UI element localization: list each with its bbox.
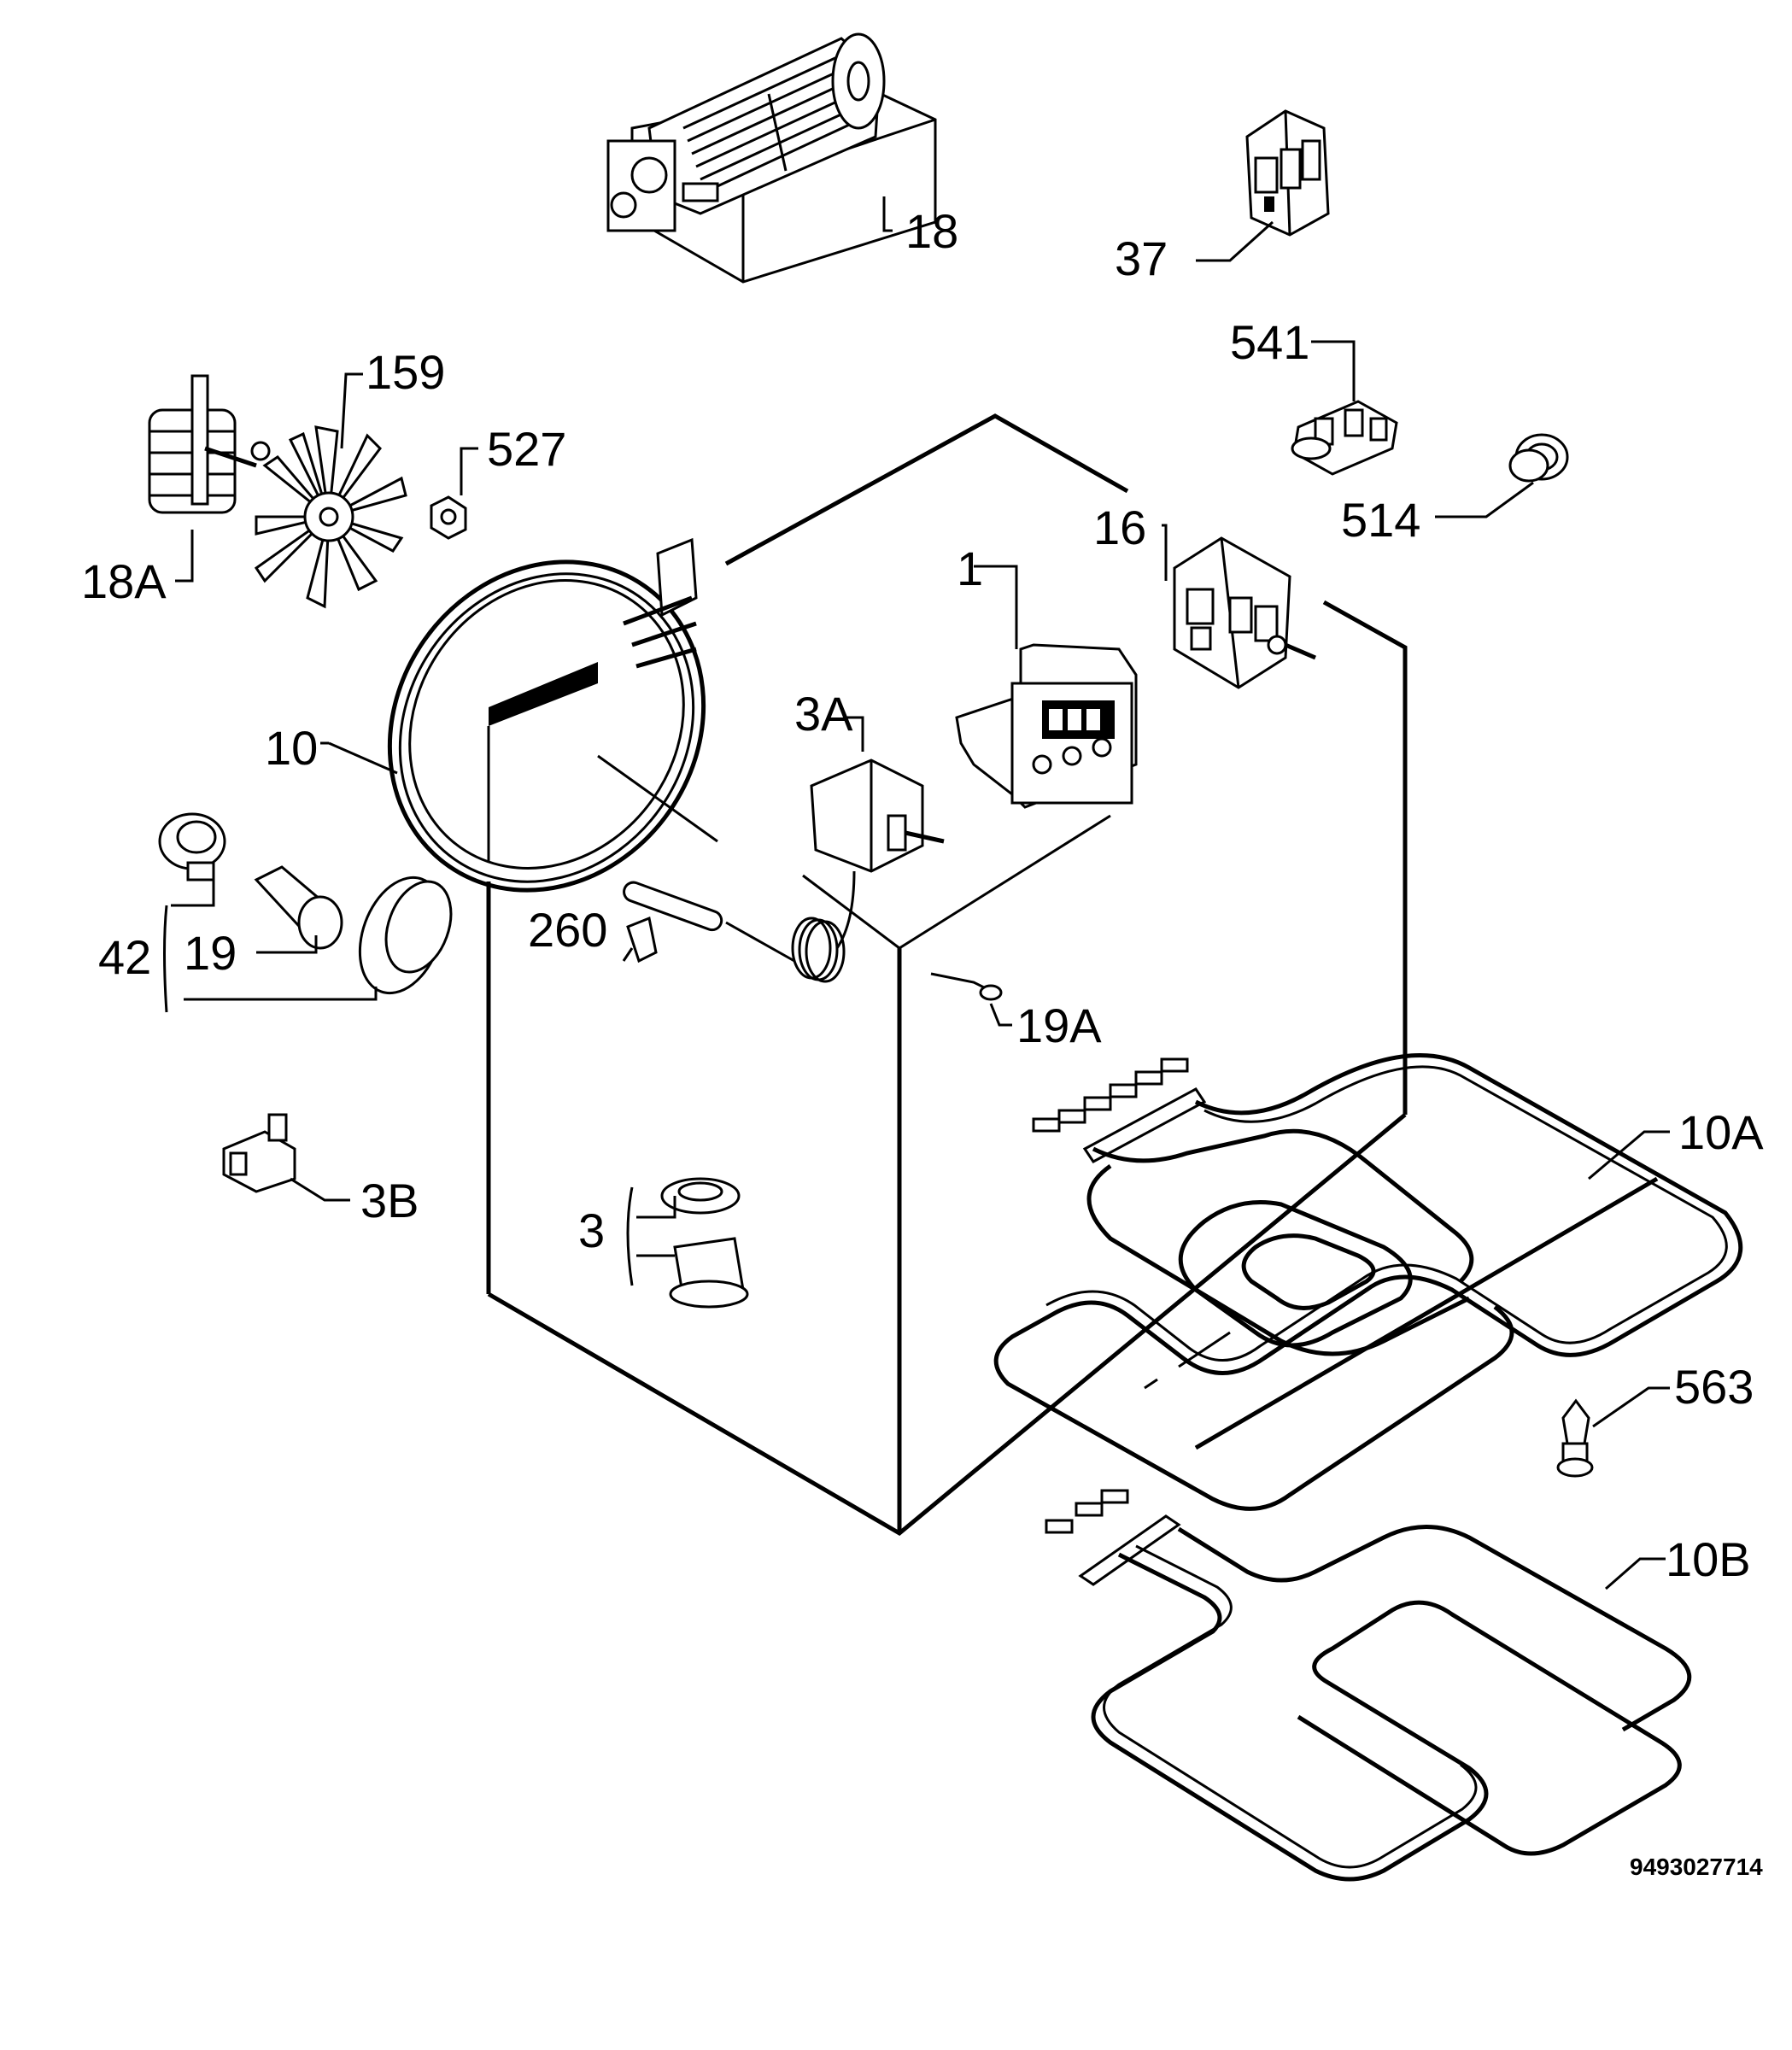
thermostat-part-3A — [623, 716, 945, 983]
lamp-wire-part-19A — [930, 972, 1012, 1027]
label-37: 37 — [1115, 231, 1168, 285]
component-part-514 — [1435, 433, 1569, 518]
label-159: 159 — [366, 345, 445, 399]
electronic-timer-part-1 — [955, 565, 1138, 809]
label-10A: 10A — [1678, 1105, 1764, 1159]
label-18A: 18A — [81, 554, 167, 608]
component-part-37 — [1196, 109, 1330, 262]
label-10: 10 — [265, 721, 318, 775]
label-563: 563 — [1674, 1360, 1754, 1414]
fan-motor-part-18A — [148, 374, 271, 583]
label-514: 514 — [1341, 493, 1420, 547]
label-3B: 3B — [360, 1174, 419, 1227]
oven-lamp-assembly — [158, 812, 453, 1013]
grill-element-part-10A — [993, 1053, 1743, 1511]
label-1: 1 — [957, 542, 983, 595]
label-3: 3 — [578, 1204, 605, 1257]
label-260: 260 — [528, 903, 607, 957]
label-10B: 10B — [1666, 1532, 1751, 1586]
label-19: 19 — [184, 926, 237, 980]
oven-cavity — [486, 413, 1408, 1537]
bottom-element-part-10B — [1045, 1489, 1692, 1882]
selector-switch-part-16 — [1162, 524, 1316, 689]
label-3A: 3A — [794, 687, 853, 741]
nut-part-527 — [430, 447, 478, 540]
label-541: 541 — [1230, 315, 1309, 369]
label-16: 16 — [1093, 501, 1146, 554]
label-42: 42 — [98, 930, 151, 984]
label-527: 527 — [487, 422, 566, 476]
component-part-3B — [222, 1113, 350, 1202]
tangential-fan-part-18 — [606, 32, 937, 284]
component-part-541 — [1291, 340, 1398, 476]
circular-element-part-10 — [320, 537, 706, 893]
foot-part-563 — [1556, 1386, 1670, 1478]
drawing-number: 9493027714 — [1630, 1854, 1763, 1880]
fan-blade-part-159 — [254, 372, 407, 609]
label-18: 18 — [905, 204, 958, 258]
label-19A: 19A — [1016, 999, 1102, 1052]
component-part-3 — [626, 1177, 749, 1309]
clip-part-260 — [622, 916, 658, 964]
